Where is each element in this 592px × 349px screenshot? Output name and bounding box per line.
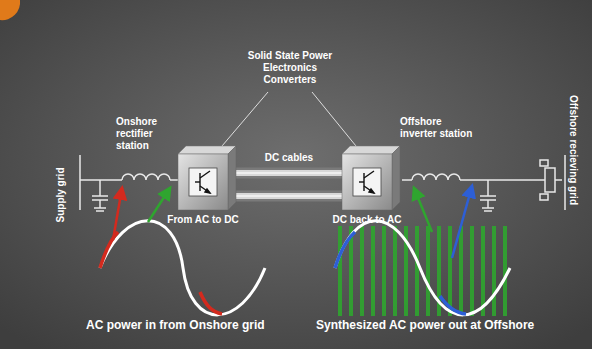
cable-line bbox=[236, 172, 342, 174]
ac-wave bbox=[100, 221, 265, 315]
converter-station: Offshore inverter stationDC back to AC bbox=[342, 146, 400, 210]
green-arrow bbox=[414, 188, 432, 232]
pwm-bar bbox=[459, 226, 463, 316]
pwm-bar bbox=[470, 226, 474, 316]
pwm-bar bbox=[371, 226, 375, 316]
pwm-bar bbox=[481, 226, 485, 316]
dc-cable bbox=[236, 173, 342, 196]
cable-body bbox=[236, 167, 342, 178]
pwm-bar bbox=[503, 226, 507, 316]
title: Solid State Power Electronics Converters bbox=[240, 50, 340, 86]
station-function: From AC to DC bbox=[167, 214, 238, 226]
converter-station: Onshore rectifier stationFrom AC to DC bbox=[178, 146, 236, 210]
wave-caption: AC power in from Onshore grid bbox=[86, 318, 265, 332]
leader-lines bbox=[222, 92, 356, 146]
converter-box bbox=[178, 146, 236, 210]
pwm-bar bbox=[382, 226, 386, 316]
pwm-bar bbox=[393, 226, 397, 316]
pwm-bar bbox=[415, 226, 419, 316]
wave-caption: Synthesized AC power out at Offshore bbox=[316, 318, 534, 332]
blue-arrow bbox=[452, 186, 472, 258]
cable-highlight bbox=[236, 170, 342, 176]
pwm-bar bbox=[448, 226, 452, 316]
converter-box bbox=[342, 146, 400, 210]
synthesized-wave bbox=[335, 221, 510, 315]
red-arrow bbox=[113, 188, 122, 240]
cable-highlight bbox=[236, 193, 342, 199]
pwm-bar bbox=[338, 226, 342, 316]
green-arrow bbox=[148, 188, 170, 222]
pwm-bar bbox=[492, 226, 496, 316]
supply-grid-circuit bbox=[80, 155, 180, 211]
edge-label: DC cables bbox=[265, 152, 313, 164]
cable-body bbox=[236, 190, 342, 201]
grid-label: Offshore recieving grid bbox=[566, 95, 580, 205]
station-function: DC back to AC bbox=[332, 214, 401, 226]
station-name: Offshore inverter station bbox=[400, 116, 480, 140]
grid-label: Supply grid bbox=[53, 168, 67, 223]
corner-mark bbox=[0, 0, 20, 20]
wave-segment bbox=[200, 292, 222, 314]
wave-segment bbox=[335, 232, 355, 268]
pwm-bar bbox=[426, 226, 430, 316]
pwm-bar bbox=[360, 226, 364, 316]
receiving-grid-circuit bbox=[402, 155, 565, 211]
wave-segment bbox=[440, 296, 466, 314]
wave-segment bbox=[100, 232, 118, 268]
cable-line bbox=[236, 195, 342, 197]
station-name: Onshore rectifier station bbox=[116, 116, 188, 152]
